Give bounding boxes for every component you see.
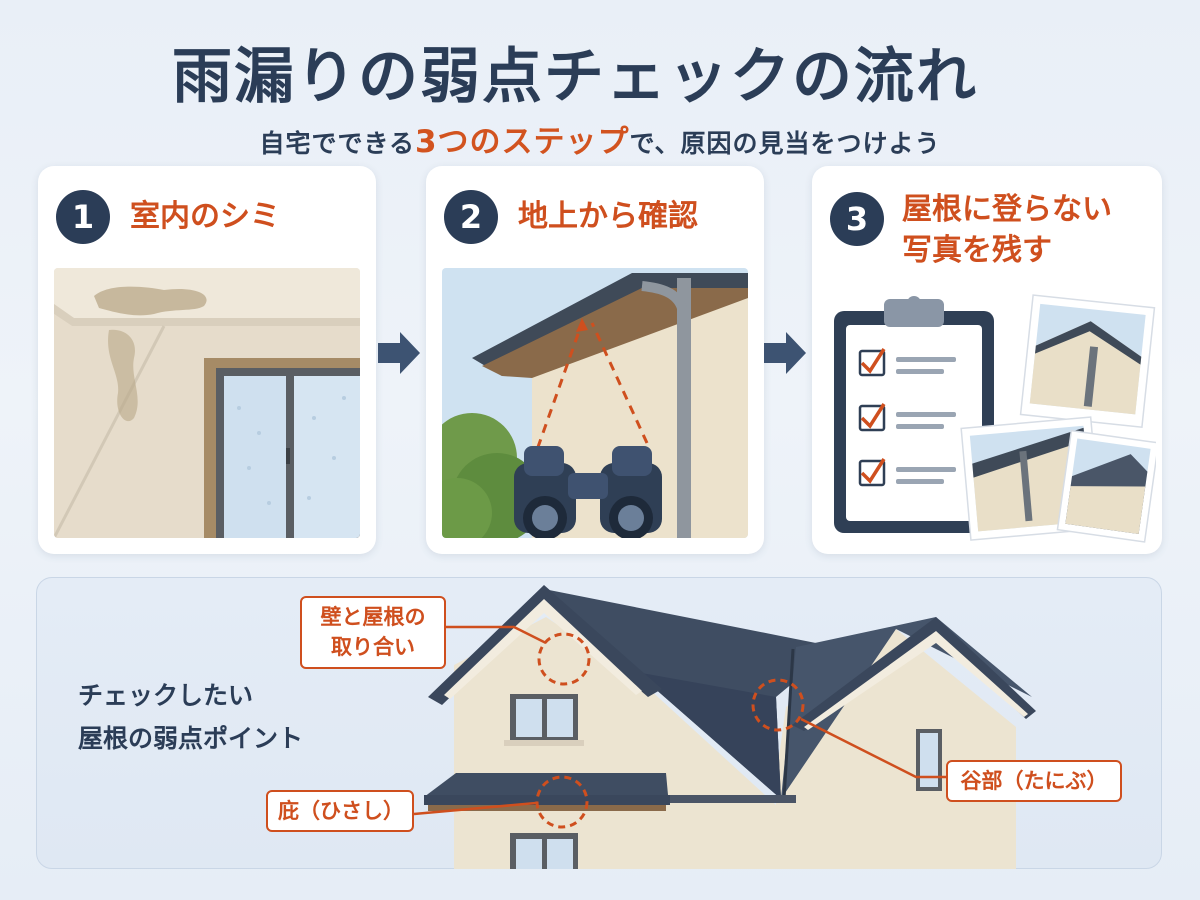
callout-wall-roof-line2: 取り合い xyxy=(331,635,415,660)
step-card-2: 2 地上から確認 xyxy=(426,166,764,554)
arrow-right-icon xyxy=(378,332,420,374)
checklist-clipboard-icon xyxy=(834,296,994,533)
weak-points-label-line1: チェックしたい xyxy=(78,681,254,710)
callout-valley: 谷部（たにぶ） xyxy=(946,760,1122,803)
ground-check-illustration xyxy=(442,268,748,538)
callout-hisashi-line1: 庇（ひさし） xyxy=(278,799,404,823)
subtitle-accent: 3つのステップ xyxy=(414,124,630,160)
house-illustration xyxy=(413,585,1036,869)
weak-points-label: チェックしたい 屋根の弱点ポイント xyxy=(78,675,303,760)
step-card-1: 1 室内のシミ xyxy=(38,166,376,554)
step-title-3-line1: 屋根に登らない xyxy=(902,192,1112,227)
step-header-2: 2 地上から確認 xyxy=(444,190,698,244)
photo-record-illustration xyxy=(834,294,1156,543)
step-title-3-line2: 写真を残す xyxy=(902,232,1052,268)
callout-hisashi: 庇（ひさし） xyxy=(266,790,414,833)
ceiling-stain-illustration xyxy=(54,268,360,538)
step-number-1: 1 xyxy=(56,190,110,244)
weak-points-label-line2: 屋根の弱点ポイント xyxy=(78,723,304,753)
step-header-3: 3 屋根に登らない 写真を残す xyxy=(830,190,1112,271)
step-title-2: 地上から確認 xyxy=(518,198,698,234)
binoculars-icon xyxy=(514,446,662,538)
callout-valley-line1: 谷部（たにぶ） xyxy=(960,769,1108,793)
step-header-1: 1 室内のシミ xyxy=(56,190,280,244)
page-subtitle: 自宅でできる3つのステップで、原因の見当をつけよう xyxy=(0,116,1200,161)
step-title-3: 屋根に登らない 写真を残す xyxy=(902,190,1112,271)
subtitle-pre: 自宅でできる xyxy=(259,129,415,158)
step-number-2: 2 xyxy=(444,190,498,244)
step-number-3: 3 xyxy=(830,192,884,246)
callout-wall-roof-line1: 壁と屋根の xyxy=(320,605,426,629)
page-title: 雨漏りの弱点チェックの流れ xyxy=(172,42,978,112)
step-title-1: 室内のシミ xyxy=(130,198,280,234)
callout-wall-roof-junction: 壁と屋根の 取り合い xyxy=(300,596,446,669)
arrow-right-icon xyxy=(764,332,806,374)
photo-icon xyxy=(960,294,1156,543)
step-card-3: 3 屋根に登らない 写真を残す xyxy=(812,166,1162,554)
subtitle-post: で、原因の見当をつけよう xyxy=(629,129,941,158)
